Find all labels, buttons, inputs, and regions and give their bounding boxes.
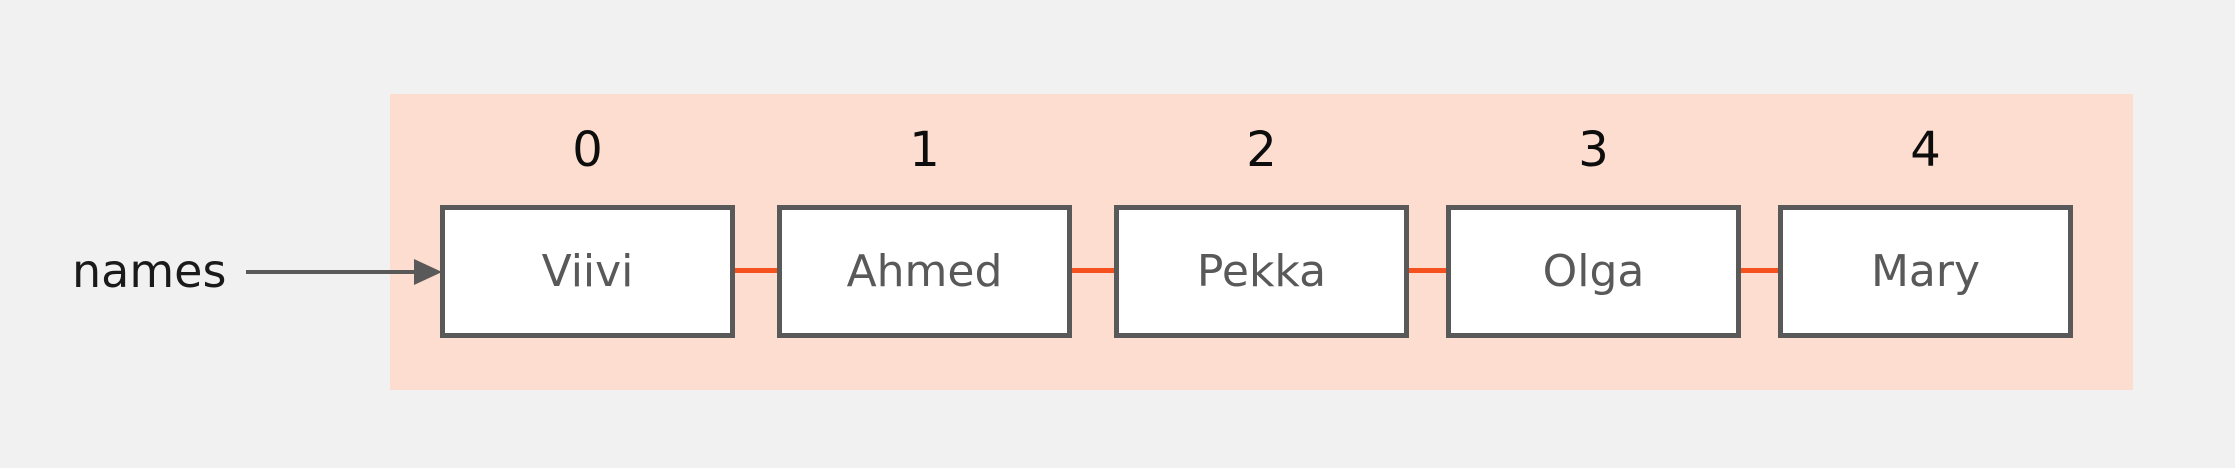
arrow-right-icon [246,259,442,285]
array-cell-4[interactable]: Mary [1778,205,2073,338]
pointer-label-names: names [72,244,227,298]
array-connector-2-3 [1404,268,1448,273]
array-cell-2[interactable]: Pekka [1114,205,1409,338]
array-connector-0-1 [735,268,779,273]
array-connector-1-2 [1072,268,1116,273]
array-index-3: 3 [1578,122,1609,178]
array-connector-3-4 [1736,268,1780,273]
array-index-2: 2 [1246,122,1277,178]
array-cell-0[interactable]: Viivi [440,205,735,338]
array-cell-value-4: Mary [1870,245,1981,297]
array-index-4: 4 [1910,122,1941,178]
array-cell-1[interactable]: Ahmed [777,205,1072,338]
array-index-0: 0 [572,122,603,178]
array-index-1: 1 [909,122,940,178]
array-cell-value-3: Olga [1542,245,1645,297]
array-cell-3[interactable]: Olga [1446,205,1741,338]
array-cell-value-2: Pekka [1196,245,1327,297]
array-cell-value-1: Ahmed [846,245,1003,297]
array-cell-value-0: Viivi [541,245,634,297]
